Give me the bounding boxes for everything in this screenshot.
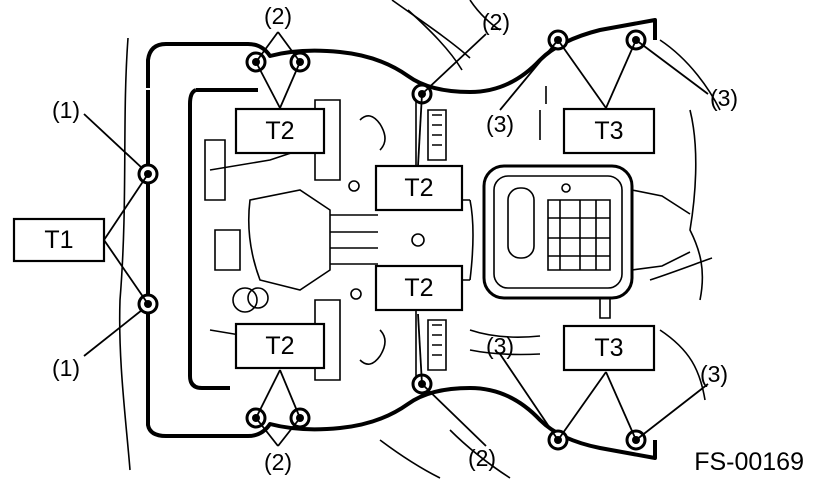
torque-t2-text: T2 bbox=[265, 117, 294, 145]
callout-2-top-right: (2) bbox=[482, 9, 510, 35]
torque-t2-text: T2 bbox=[404, 274, 433, 302]
torque-label-t3-top: T3 bbox=[562, 107, 656, 155]
front-crossmember bbox=[146, 18, 657, 460]
figure-id: FS-00169 bbox=[694, 448, 804, 476]
callout-3-top-inner: (3) bbox=[486, 111, 514, 137]
torque-t2-text: T2 bbox=[265, 332, 294, 360]
callout-labels: (1) (1) (2) (2) (2) (2) (3) (3) (3) (3) bbox=[52, 3, 738, 475]
callout-2-top-left: (2) bbox=[264, 3, 292, 29]
callout-1-top: (1) bbox=[52, 97, 80, 123]
torque-t1-text: T1 bbox=[44, 226, 73, 254]
torque-t3-text: T3 bbox=[594, 334, 623, 362]
torque-label-t2-top-left: T2 bbox=[234, 107, 326, 155]
callout-3-bottom-inner: (3) bbox=[486, 333, 514, 359]
leader-lines bbox=[83, 31, 709, 447]
callout-2-bottom-right: (2) bbox=[468, 445, 496, 471]
torque-label-t3-bottom: T3 bbox=[562, 324, 656, 372]
torque-t3-text: T3 bbox=[594, 117, 623, 145]
torque-label-t2-center-top: T2 bbox=[374, 164, 464, 212]
callout-3-bottom-outer: (3) bbox=[700, 361, 728, 387]
callout-2-bottom-left: (2) bbox=[264, 449, 292, 475]
callout-3-top-outer: (3) bbox=[710, 85, 738, 111]
torque-t2-text: T2 bbox=[404, 174, 433, 202]
callout-1-bottom: (1) bbox=[52, 355, 80, 381]
torque-label-t2-bottom-left: T2 bbox=[234, 322, 326, 370]
chassis-background-sketch bbox=[118, 0, 721, 479]
torque-label-t1: T1 bbox=[12, 217, 106, 263]
torque-label-t2-center-bottom: T2 bbox=[374, 264, 464, 312]
